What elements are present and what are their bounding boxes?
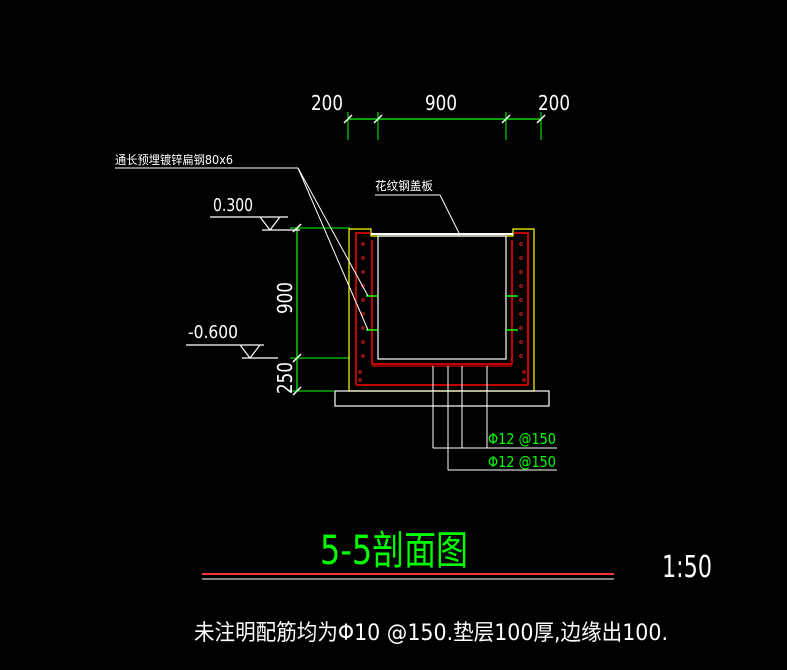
elevation-top-label: 0.300	[213, 195, 253, 216]
trench-section	[334, 228, 550, 470]
title-block: 5-5剖面图 1:50	[202, 528, 712, 585]
elevation-bottom-label: -0.600	[188, 322, 238, 343]
dim-top-left: 200	[311, 91, 343, 115]
flat-steel-callout: 通长预埋镀锌扁钢80x6	[115, 153, 369, 331]
rebar-label-1: Φ12 @150	[488, 430, 556, 448]
rebar-label-2: Φ12 @150	[488, 453, 556, 471]
rebar-callouts: Φ12 @150 Φ12 @150	[433, 430, 557, 471]
dim-top-middle: 900	[425, 91, 457, 115]
drawing-scale: 1:50	[662, 550, 712, 585]
dim-top-right: 200	[538, 91, 570, 115]
top-dimension-chain: 200 900 200	[311, 91, 570, 140]
cover-plate-callout: 花纹钢盖板	[375, 178, 461, 236]
general-note: 未注明配筋均为Φ10 @150.垫层100厚,边缘出100.	[194, 621, 668, 646]
dim-left-height: 900	[273, 282, 297, 314]
left-dimension-chain: 900 250	[273, 223, 350, 396]
flat-steel-label: 通长预埋镀锌扁钢80x6	[115, 153, 233, 167]
dim-left-bottom: 250	[273, 362, 297, 394]
elevation-top-marker: 0.300	[210, 195, 300, 231]
drawing-title: 5-5剖面图	[320, 528, 468, 574]
cover-plate-label: 花纹钢盖板	[375, 178, 433, 193]
elevation-bottom-marker: -0.600	[186, 322, 278, 359]
